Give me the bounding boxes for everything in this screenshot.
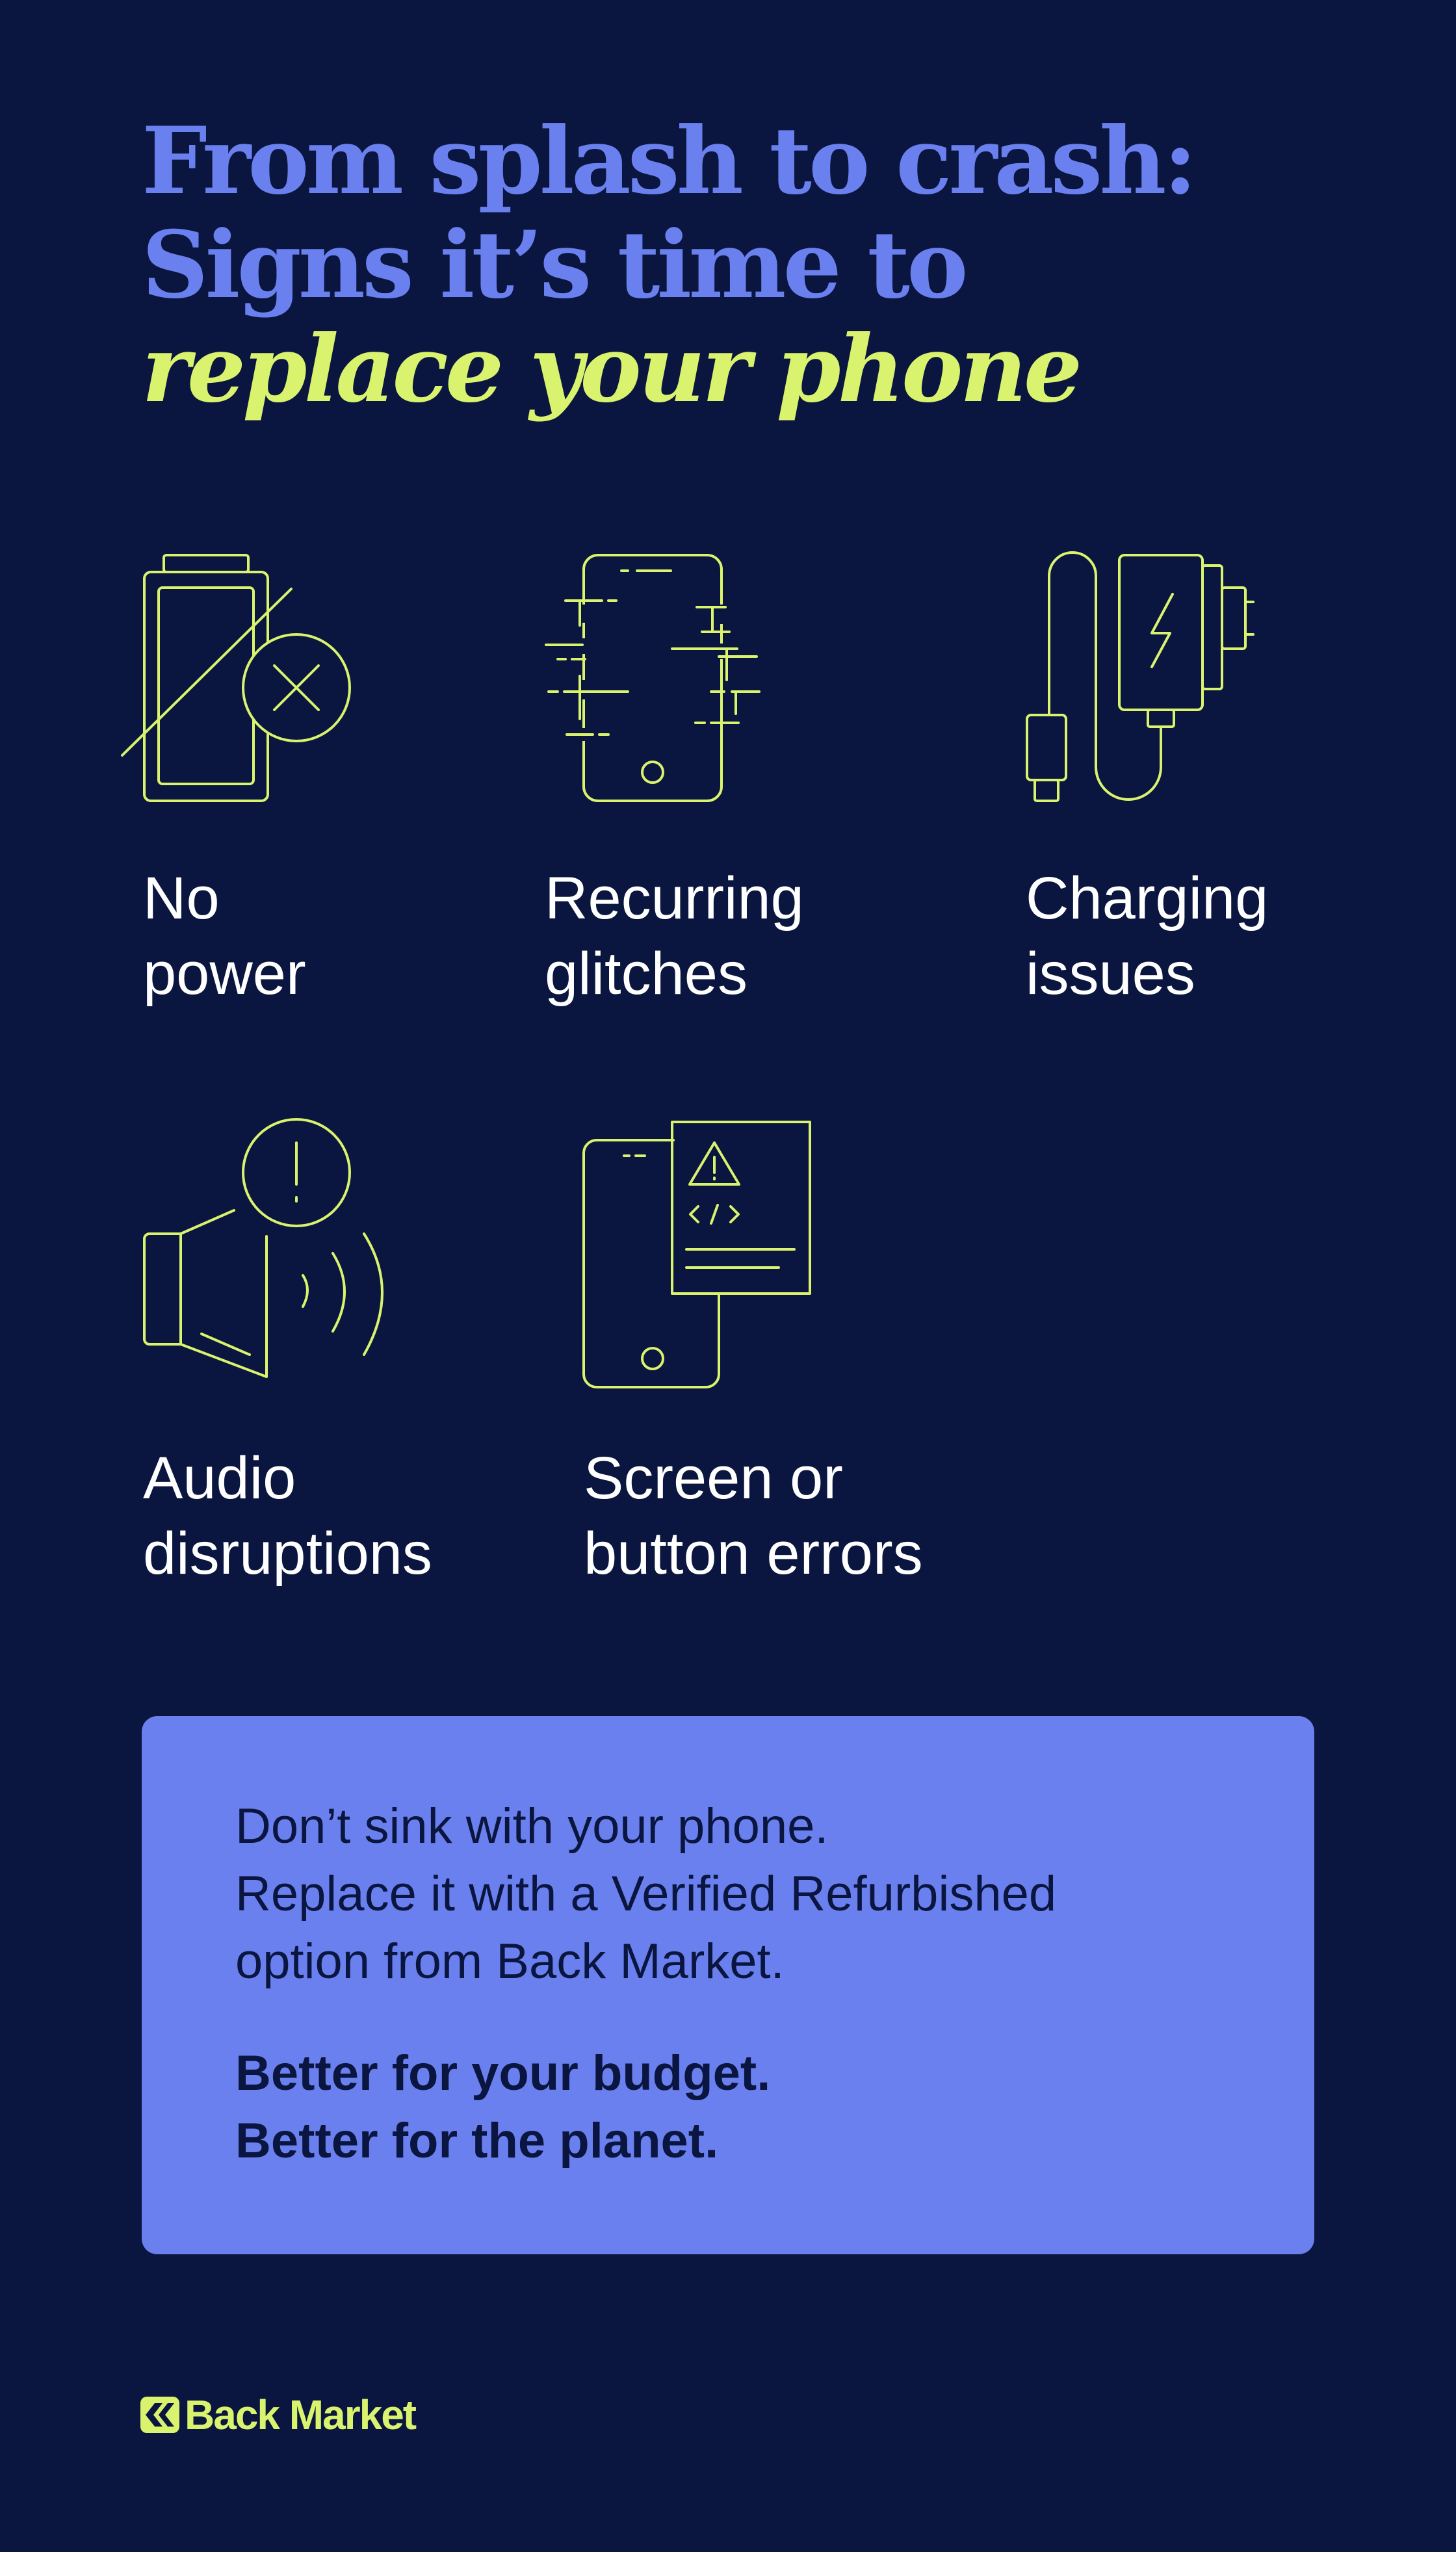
promo-tagline: Better for your budget. Better for the p… xyxy=(235,2040,770,2175)
sign-label-line-1: Recurring xyxy=(545,865,804,931)
sign-label-line-2: disruptions xyxy=(143,1520,432,1587)
brand-name: Back Market xyxy=(185,2391,417,2438)
sign-card-screen-button-errors: Screen or button errors xyxy=(582,1117,1037,1587)
promo-bold-line-2: Better for the planet. xyxy=(235,2113,719,2168)
promo-bold-line-1: Better for your budget. xyxy=(235,2046,771,2101)
headline-line-1: From splash to crash: xyxy=(142,107,1197,215)
sign-label-screen-button-errors: Screen or button errors xyxy=(584,1440,923,1591)
sign-label-line-2: glitches xyxy=(545,941,748,1007)
sign-label-recurring-glitches: Recurring glitches xyxy=(545,861,804,1011)
sign-card-charging-issues: Charging issues xyxy=(1024,551,1362,1011)
sign-label-line-1: Screen or xyxy=(584,1445,843,1511)
glitch-phone-icon xyxy=(543,554,760,802)
headline-line-3: replace your phone xyxy=(142,315,1082,423)
promo-box: Don’t sink with your phone. Replace it w… xyxy=(142,1716,1314,2254)
sign-label-line-1: Audio xyxy=(143,1445,296,1511)
back-market-logo-icon xyxy=(140,2397,179,2433)
charger-icon xyxy=(1026,551,1254,802)
sign-label-line-1: Charging xyxy=(1026,865,1269,931)
sign-card-recurring-glitches: Recurring glitches xyxy=(543,553,881,1008)
battery-x-icon xyxy=(121,554,351,802)
phone-error-icon xyxy=(582,1121,811,1388)
sign-label-line-1: No xyxy=(143,865,220,931)
sign-label-line-2: button errors xyxy=(584,1520,923,1587)
sign-label-charging-issues: Charging issues xyxy=(1026,861,1268,1011)
promo-line-2: Replace it with a Verified Refurbished xyxy=(235,1866,1057,1921)
headline: From splash to crash: Signs it’s time to… xyxy=(142,109,1377,421)
speaker-alert-icon xyxy=(143,1118,384,1378)
sign-card-no-power: No power xyxy=(121,553,480,1011)
headline-line-2: Signs it’s time to xyxy=(142,211,968,319)
sign-label-line-2: power xyxy=(143,941,306,1007)
sign-label-no-power: No power xyxy=(143,861,306,1011)
promo-message: Don’t sink with your phone. Replace it w… xyxy=(235,1793,1056,1996)
promo-line-3: option from Back Market. xyxy=(235,1934,785,1989)
sign-card-audio-disruptions: Audio disruptions xyxy=(142,1117,480,1587)
promo-line-1: Don’t sink with your phone. xyxy=(235,1799,829,1854)
sign-label-audio-disruptions: Audio disruptions xyxy=(143,1440,432,1591)
sign-label-line-2: issues xyxy=(1026,941,1195,1007)
brand-logo[interactable]: Back Market xyxy=(140,2391,417,2438)
